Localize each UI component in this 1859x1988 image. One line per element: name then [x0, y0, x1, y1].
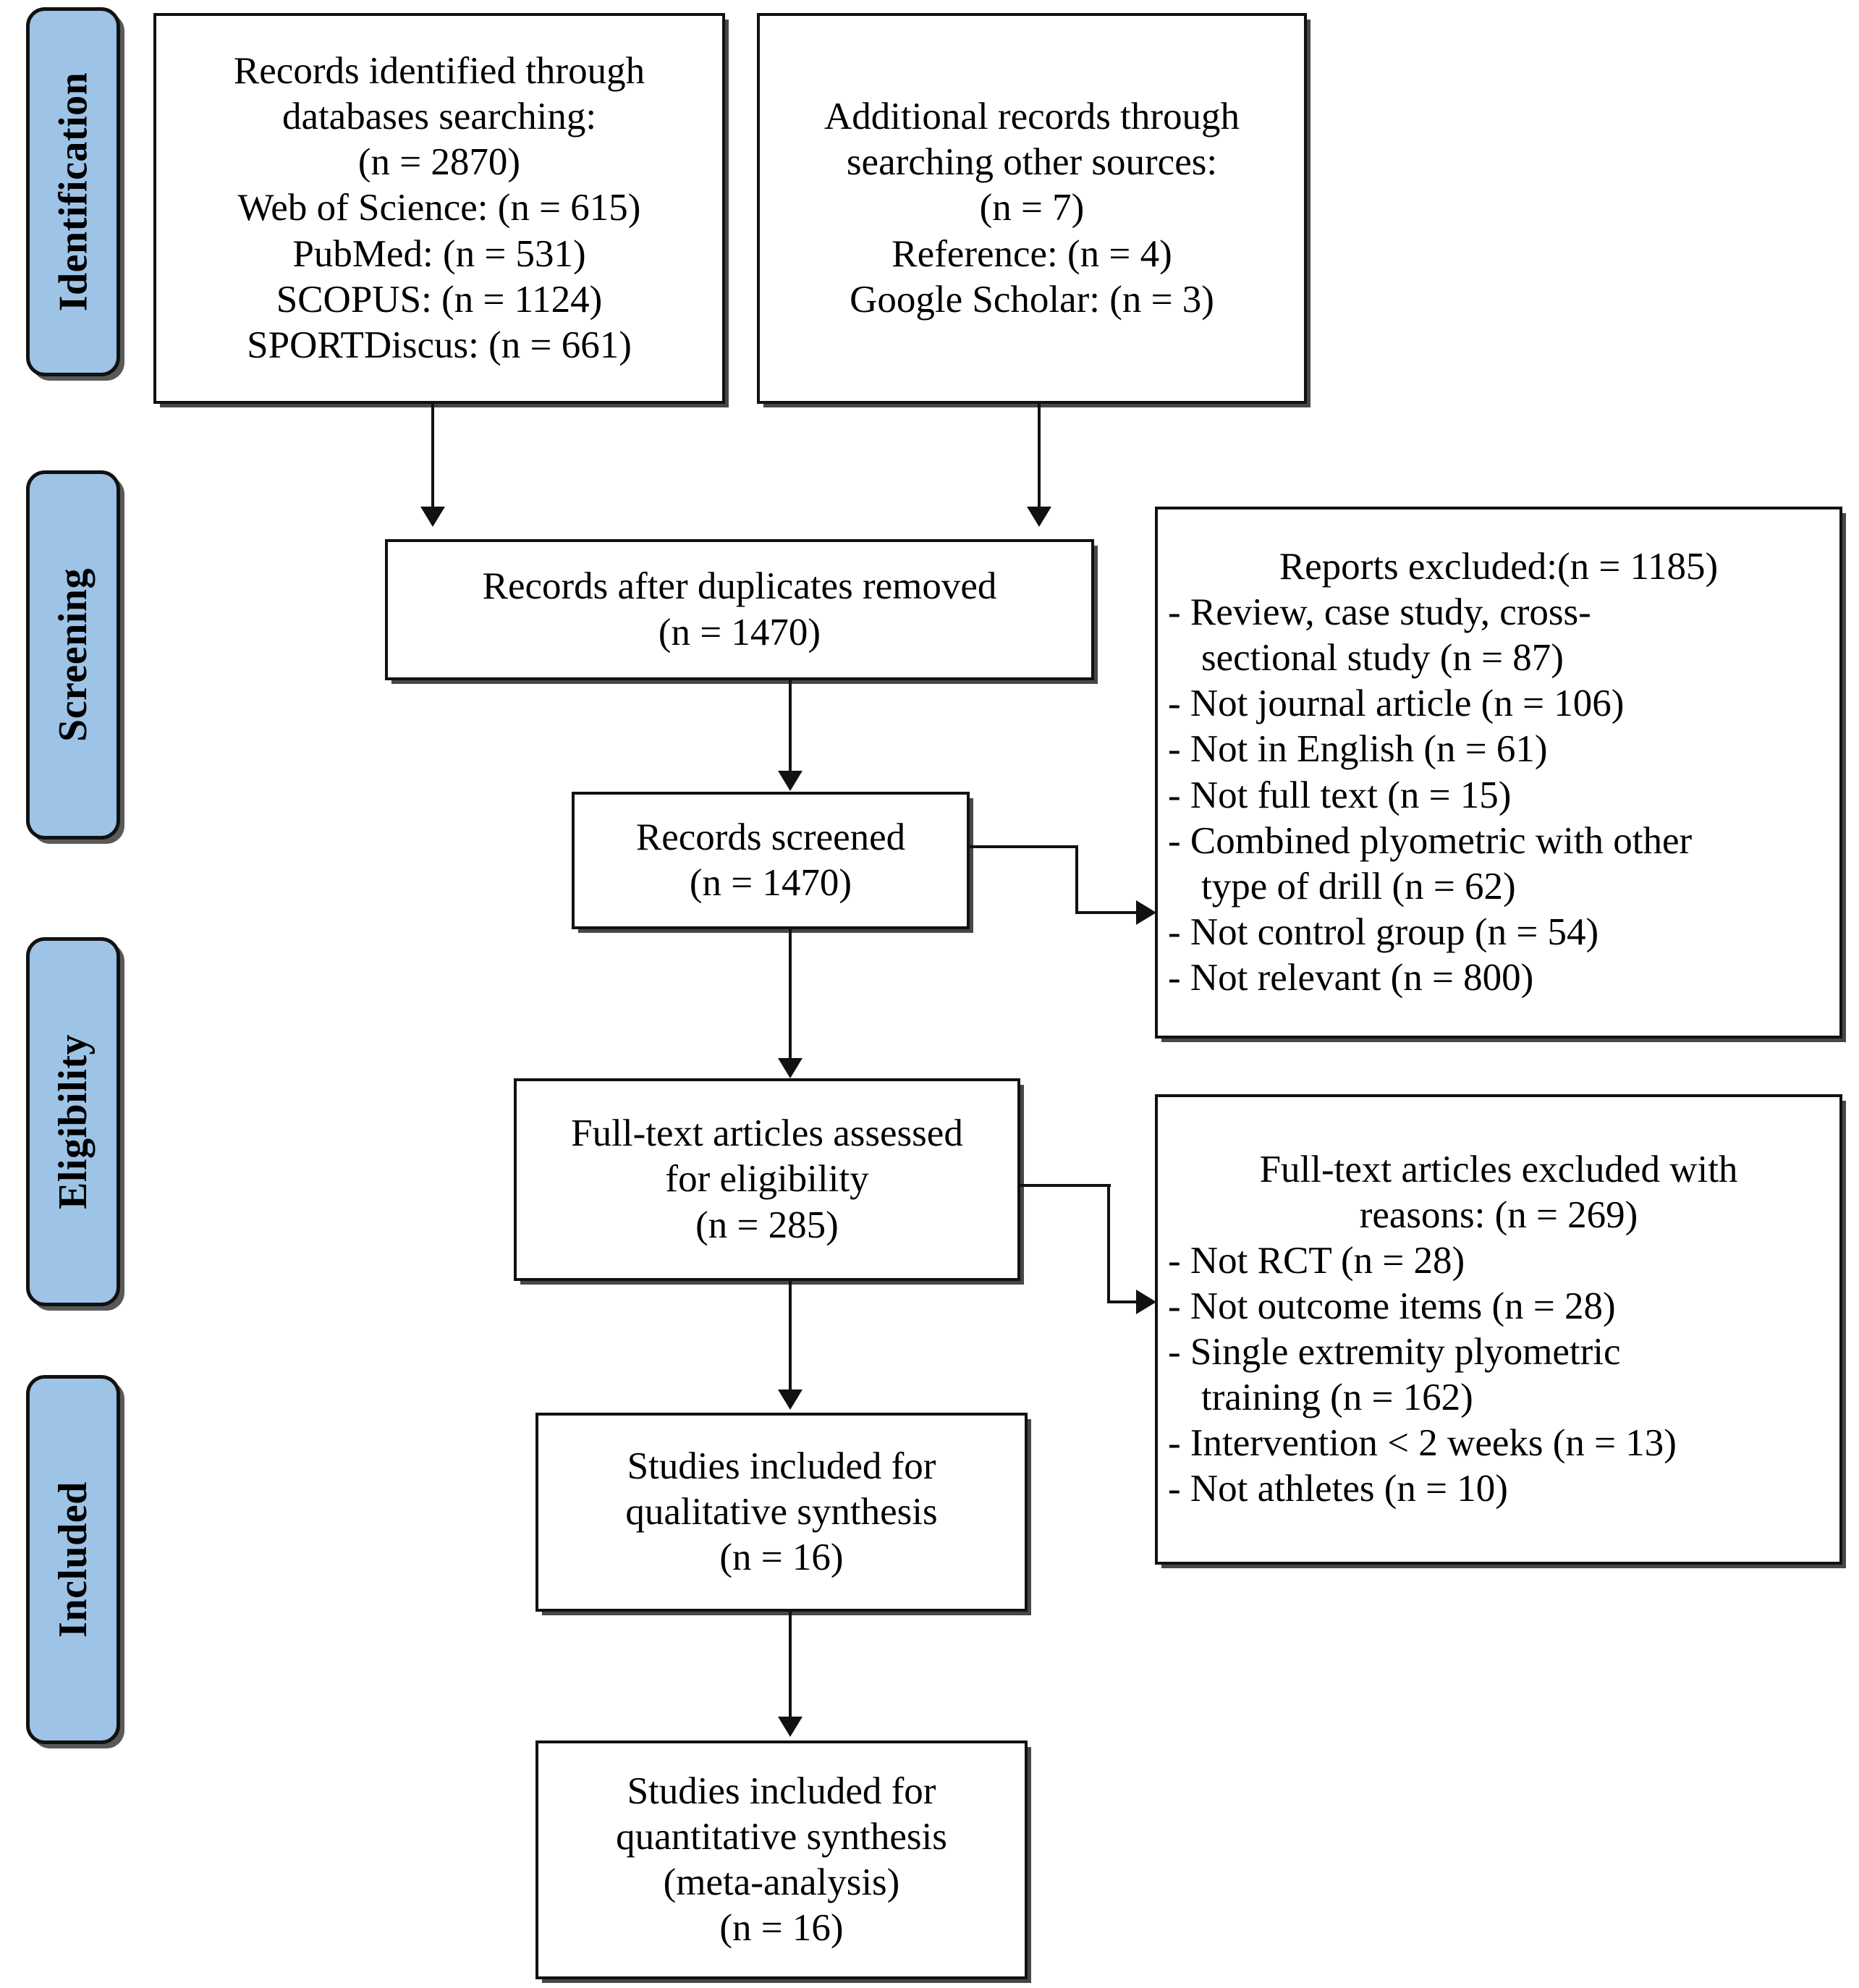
- stage-label-included: Included: [26, 1375, 120, 1744]
- records-after-duplicates-removed-box: Records after duplicates removed (n = 14…: [385, 539, 1094, 680]
- stage-label-screening-text: Screening: [51, 568, 96, 742]
- box-line: quantitative synthesis: [616, 1815, 947, 1858]
- connector-screened-to-excluded-v: [1075, 845, 1078, 914]
- box-line: (n = 7): [979, 187, 1085, 229]
- box-line: Records screened: [635, 816, 906, 858]
- box-line: SCOPUS: (n = 1124): [276, 278, 603, 321]
- arrow-screened-to-fulltext: [778, 1058, 803, 1078]
- studies-included-qualitative-box: Studies included for qualitative synthes…: [535, 1413, 1028, 1612]
- records-identified-databases-box: Records identified through databases sea…: [153, 13, 725, 404]
- box-line: SPORTDiscus: (n = 661): [247, 323, 632, 366]
- exclusion-item-cont: type of drill (n = 62): [1201, 865, 1516, 908]
- box-line: (n = 1470): [689, 862, 852, 904]
- studies-included-quantitative-box: Studies included for quantitative synthe…: [535, 1740, 1028, 1979]
- connector-identified-to-duplicates: [431, 404, 434, 509]
- exclusion-item: - Intervention < 2 weeks (n = 13): [1168, 1422, 1677, 1465]
- box-line: (n = 16): [719, 1536, 844, 1579]
- box-line: Studies included for: [627, 1769, 936, 1812]
- exclusion-item: - Not relevant (n = 800): [1168, 956, 1534, 999]
- box-line: (n = 16): [719, 1907, 844, 1950]
- exclusion-item: - Review, case study, cross-: [1168, 591, 1591, 634]
- box-line: (n = 2870): [357, 141, 521, 184]
- exclusion-item: - Not control group (n = 54): [1168, 910, 1599, 953]
- box-heading: reasons: (n = 269): [1359, 1193, 1638, 1236]
- box-line: Additional records through: [823, 96, 1240, 138]
- exclusion-item-cont: training (n = 162): [1201, 1376, 1473, 1419]
- connector-fulltext-to-qualitative: [789, 1281, 792, 1393]
- exclusion-item: - Single extremity plyometric: [1168, 1331, 1621, 1373]
- additional-records-other-sources-box: Additional records through searching oth…: [757, 13, 1307, 404]
- exclusion-item: - Not athletes (n = 10): [1168, 1468, 1508, 1510]
- connector-duplicates-to-screened: [789, 680, 792, 774]
- exclusion-item: - Not RCT (n = 28): [1168, 1239, 1465, 1282]
- exclusion-item: - Not full text (n = 15): [1168, 774, 1512, 816]
- box-line: qualitative synthesis: [625, 1490, 938, 1533]
- fulltext-articles-assessed-box: Full-text articles assessed for eligibil…: [514, 1078, 1020, 1281]
- box-line: Studies included for: [627, 1445, 936, 1487]
- box-line: for eligibility: [665, 1158, 869, 1201]
- arrow-additional-to-duplicates: [1027, 507, 1051, 527]
- fulltext-articles-excluded-box: Full-text articles excluded with reasons…: [1155, 1094, 1842, 1565]
- box-line: Google Scholar: (n = 3): [850, 278, 1214, 321]
- box-line: PubMed: (n = 531): [292, 232, 586, 275]
- box-line: databases searching:: [281, 96, 597, 138]
- stage-label-eligibility: Eligibility: [26, 937, 120, 1306]
- exclusion-item: - Not journal article (n = 106): [1168, 682, 1625, 725]
- exclusion-item: - Not in English (n = 61): [1168, 728, 1548, 771]
- box-line: Web of Science: (n = 615): [237, 187, 641, 229]
- stage-label-identification-text: Identification: [51, 72, 96, 312]
- records-screened-box: Records screened (n = 1470): [572, 792, 970, 929]
- connector-fulltext-to-excluded-h2: [1107, 1300, 1140, 1303]
- connector-fulltext-to-excluded-v: [1107, 1184, 1110, 1303]
- connector-fulltext-to-excluded-h1: [1020, 1184, 1111, 1187]
- box-line: (n = 285): [695, 1204, 839, 1246]
- arrow-fulltext-to-excluded: [1136, 1290, 1156, 1314]
- box-heading: Full-text articles excluded with: [1259, 1148, 1738, 1190]
- exclusion-item-cont: sectional study (n = 87): [1201, 637, 1564, 680]
- connector-screened-to-excluded-h1: [970, 845, 1078, 848]
- connector-additional-to-duplicates: [1038, 404, 1041, 509]
- box-line: Reference: (n = 4): [892, 232, 1172, 275]
- arrow-qualitative-to-quantitative: [778, 1717, 803, 1737]
- box-line: (meta-analysis): [663, 1861, 900, 1903]
- exclusion-item: - Not outcome items (n = 28): [1168, 1285, 1616, 1327]
- exclusion-item: - Combined plyometric with other: [1168, 819, 1693, 862]
- stage-label-included-text: Included: [51, 1481, 96, 1638]
- box-line: searching other sources:: [846, 141, 1218, 184]
- arrow-duplicates-to-screened: [778, 771, 803, 791]
- box-heading: Reports excluded:(n = 1185): [1279, 546, 1719, 588]
- box-line: Records identified through: [233, 50, 645, 93]
- box-line: (n = 1470): [658, 611, 821, 653]
- stage-label-identification: Identification: [26, 7, 120, 376]
- connector-screened-to-fulltext: [789, 929, 792, 1063]
- reports-excluded-box: Reports excluded:(n = 1185) - Review, ca…: [1155, 507, 1842, 1039]
- arrow-fulltext-to-qualitative: [778, 1390, 803, 1410]
- stage-label-screening: Screening: [26, 470, 120, 839]
- connector-qualitative-to-quantitative: [789, 1612, 792, 1720]
- arrow-identified-to-duplicates: [420, 507, 445, 527]
- connector-screened-to-excluded-h2: [1075, 911, 1140, 914]
- arrow-screened-to-excluded: [1136, 900, 1156, 925]
- box-line: Full-text articles assessed: [571, 1112, 963, 1155]
- box-line: Records after duplicates removed: [482, 565, 997, 608]
- stage-label-eligibility-text: Eligibility: [51, 1034, 96, 1209]
